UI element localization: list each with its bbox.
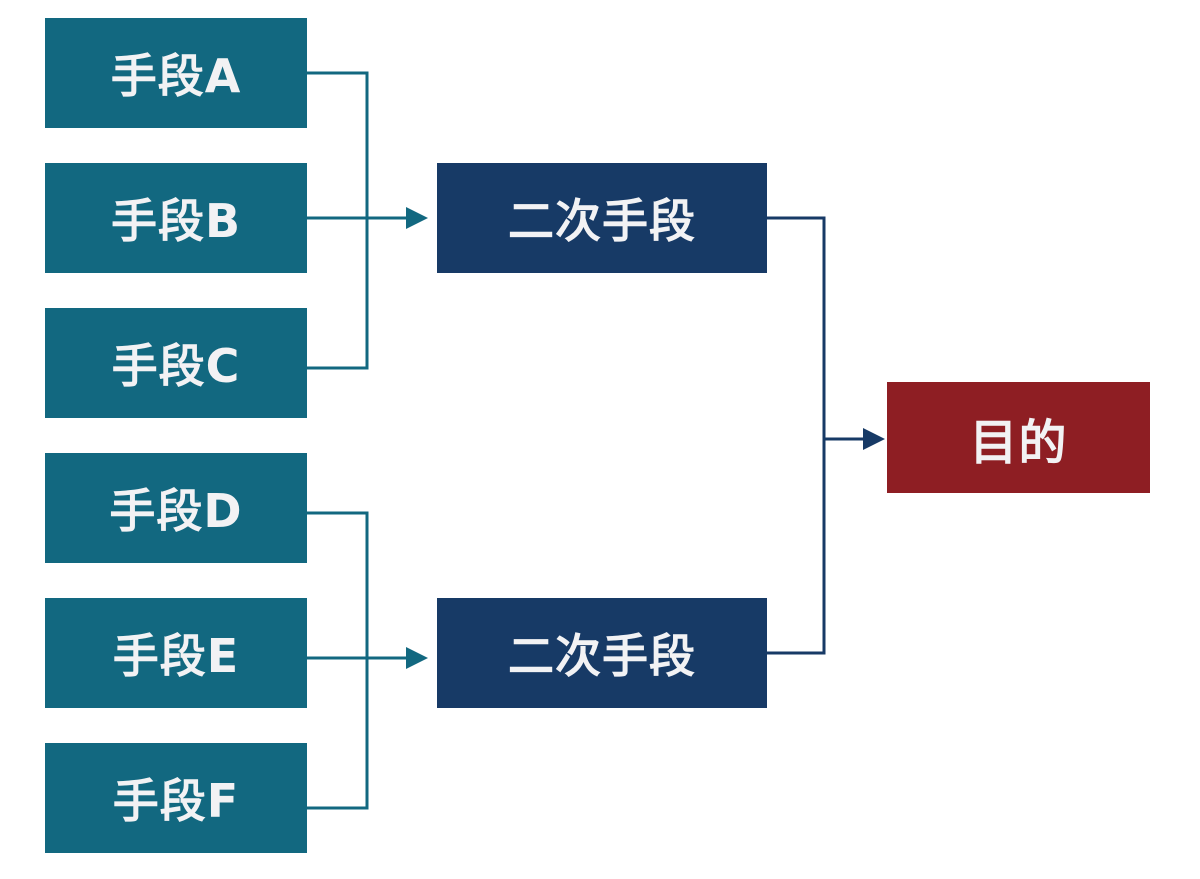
connector-to-goal — [824, 428, 885, 450]
means-box-b[interactable]: 手段B — [45, 163, 307, 273]
secondary-means-box-1[interactable]: 二次手段 — [437, 163, 767, 273]
means-box-f[interactable]: 手段F — [45, 743, 307, 853]
means-label: 手段E — [112, 629, 240, 683]
secondary-means-label: 二次手段 — [508, 194, 696, 248]
means-box-c[interactable]: 手段C — [45, 308, 307, 418]
goal-box[interactable]: 目的 — [887, 382, 1150, 493]
arrowhead-icon — [406, 647, 428, 669]
means-label: 手段D — [109, 484, 243, 538]
means-label: 手段A — [110, 49, 242, 103]
connector-a-to-bracket-1 — [307, 71, 369, 370]
means-box-e[interactable]: 手段E — [45, 598, 307, 708]
connector-b-to-secondary-1 — [307, 207, 428, 229]
connector-e-to-secondary-2 — [307, 647, 428, 669]
arrowhead-icon — [406, 207, 428, 229]
means-label: 手段B — [110, 194, 242, 248]
arrowhead-icon — [863, 428, 885, 450]
means-box-d[interactable]: 手段D — [45, 453, 307, 563]
secondary-means-label: 二次手段 — [508, 629, 696, 683]
connector-secondary-bracket — [767, 216, 826, 655]
means-box-a[interactable]: 手段A — [45, 18, 307, 128]
means-label: 手段C — [111, 339, 241, 393]
goal-label: 目的 — [969, 414, 1068, 471]
secondary-means-box-2[interactable]: 二次手段 — [437, 598, 767, 708]
connector-d-to-bracket-2 — [307, 511, 369, 810]
means-label: 手段F — [112, 774, 240, 828]
